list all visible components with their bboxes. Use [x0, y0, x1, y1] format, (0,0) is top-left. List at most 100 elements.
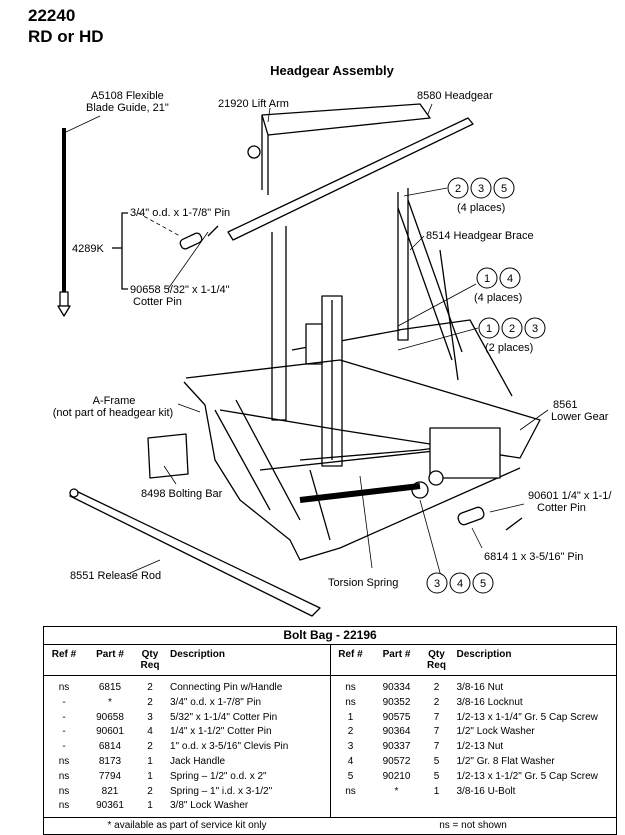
- qty-cell: 4: [147, 726, 153, 738]
- part-cell: *: [394, 785, 399, 797]
- footnote-service-kit: * available as part of service kit only: [107, 820, 267, 832]
- label-a5108-desc: Blade Guide, 21": [86, 102, 169, 114]
- description-cell: 3/8" Lock Washer: [170, 800, 249, 812]
- callout-number: 3: [532, 323, 538, 335]
- ref-cell: ns: [345, 785, 356, 797]
- ref-cell: -: [62, 741, 66, 753]
- release-rod-part: [69, 488, 321, 617]
- ref-cell: -: [62, 711, 66, 723]
- part-cell: 90337: [382, 741, 411, 753]
- description-cell: Connecting Pin w/Handle: [170, 682, 283, 693]
- headgear-assembly-diagram: Headgear Assembly: [53, 63, 612, 617]
- qty-cell: 2: [147, 682, 153, 693]
- callout-number: 3: [434, 578, 440, 590]
- label-pin-3-4: 3/4" o.d. x 1-7/8" Pin: [130, 207, 230, 219]
- label-cotter-90658-desc: Cotter Pin: [133, 296, 182, 308]
- callout-number: 4: [507, 273, 513, 285]
- part-cell: 6815: [98, 682, 122, 693]
- ref-cell: ns: [58, 770, 70, 782]
- table-title: Bolt Bag - 22196: [44, 627, 616, 645]
- part-cell: 90334: [382, 682, 411, 693]
- ref-cell: -: [62, 696, 66, 708]
- part-cell: 90352: [382, 696, 411, 708]
- ref-cell: ns: [58, 800, 70, 812]
- part-cell: 8173: [98, 755, 122, 767]
- qty-cell: 2: [433, 696, 440, 708]
- description-cell: 3/8-16 Nut: [456, 682, 504, 693]
- qty-cell: 2: [147, 696, 153, 708]
- qty-cell: 2: [147, 741, 153, 753]
- header-description: Description: [456, 649, 512, 660]
- a-frame-part: [185, 359, 541, 459]
- callout-group-1: [447, 177, 515, 199]
- part-cell: 90658: [96, 711, 124, 723]
- header-ref: Ref #: [51, 649, 77, 660]
- part-cell: *: [108, 696, 112, 708]
- callout-group-4: [426, 572, 494, 594]
- description-cell: Spring – 1/2" o.d. x 2": [170, 770, 267, 782]
- label-cotter-90601: 90601 1/4" x 1-1/: [528, 490, 612, 502]
- header-description: Description: [170, 649, 226, 660]
- model-number: 22240: [28, 6, 76, 25]
- callout-group-2: [476, 267, 521, 289]
- qty-cell: 7: [433, 726, 440, 738]
- ref-cell: -: [62, 726, 66, 738]
- callout-number: 4: [457, 578, 463, 590]
- qty-cell: 1: [433, 785, 440, 797]
- label-lift-arm: 21920 Lift Arm: [218, 98, 289, 110]
- label-a5108: A5108 Flexible: [91, 90, 164, 102]
- table-rows: ns 6815 2 Connecting Pin w/Handle - * 2 3/4" o.…: [44, 676, 330, 817]
- diagram-title: Headgear Assembly: [270, 63, 395, 78]
- part-cell: 90572: [382, 755, 411, 767]
- qty-cell: 3: [147, 711, 153, 723]
- callout-number: 5: [480, 578, 486, 590]
- table-row: - * 2 3/4" o.d. x 1-7/8" Pin: [44, 696, 330, 711]
- header-ref: Ref #: [338, 649, 363, 660]
- label-cotter-90601-desc: Cotter Pin: [537, 502, 586, 514]
- headgear-bar-part: [227, 117, 474, 241]
- lift-arm-part: [261, 103, 431, 136]
- table-footer: * available as part of service kit only …: [44, 817, 616, 834]
- clevis-pin-part: [457, 506, 523, 531]
- description-cell: Spring – 1" i.d. x 3-1/2": [170, 785, 273, 797]
- ref-cell: 4: [347, 755, 354, 767]
- pin-part: [179, 225, 219, 250]
- qty-cell: 7: [433, 711, 440, 723]
- description-cell: 3/4" o.d. x 1-7/8" Pin: [170, 696, 262, 708]
- ref-cell: 3: [347, 741, 354, 753]
- label-cotter-90658: 90658 5/32" x 1-1/4": [130, 284, 230, 296]
- header-part: Part #: [382, 649, 411, 660]
- bolting-bar-part: [147, 433, 189, 479]
- qty-cell: 1: [147, 755, 153, 767]
- label-kit-4289k: 4289K: [72, 243, 104, 255]
- qty-cell: 5: [433, 770, 440, 782]
- description-cell: 3/8-16 Locknut: [456, 696, 523, 708]
- description-cell: 1/2-13 x 1-1/2" Gr. 5 Cap Screw: [456, 770, 598, 782]
- model-variant: RD or HD: [28, 27, 104, 46]
- description-cell: 1/4" x 1-1/2" Cotter Pin: [170, 726, 272, 738]
- label-release-rod: 8551 Release Rod: [70, 570, 161, 582]
- callout-number: 2: [509, 323, 515, 335]
- callout-number: 1: [484, 273, 490, 285]
- description-cell: Jack Handle: [170, 755, 226, 767]
- label-a-frame-note: (not part of headgear kit): [53, 407, 173, 419]
- part-cell: 90361: [96, 800, 124, 812]
- description-cell: 1/2-13 Nut: [456, 741, 504, 753]
- label-torsion-spring: Torsion Spring: [328, 577, 398, 589]
